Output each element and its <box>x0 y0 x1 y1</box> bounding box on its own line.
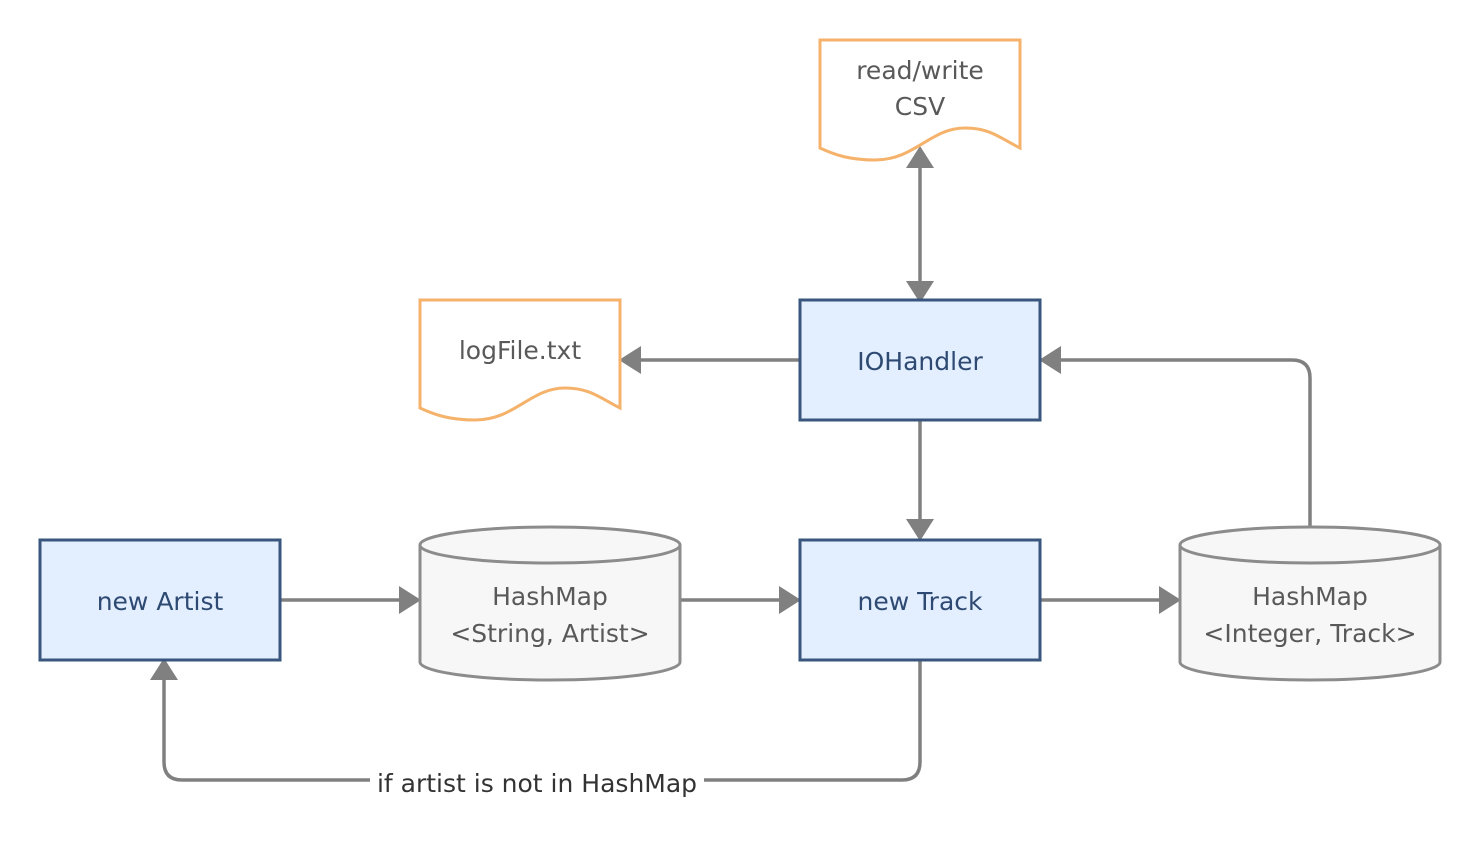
track-hashmap-store: HashMap <Integer, Track> <box>1178 525 1442 682</box>
track-hashmap-line1: HashMap <box>1252 582 1368 611</box>
edge-track-artist: if artist is not in HashMap <box>150 658 922 798</box>
edge-track-trackmap <box>1040 586 1181 614</box>
logfile-document-label: logFile.txt <box>459 336 581 365</box>
csv-document-line2: CSV <box>895 92 945 121</box>
track-hashmap-line2: <Integer, Track> <box>1203 619 1416 648</box>
new-track-label: new Track <box>857 587 983 616</box>
artist-hashmap-line1: HashMap <box>492 582 608 611</box>
artist-hashmap-line2: <String, Artist> <box>450 619 649 648</box>
edge-label-artist-not-in-map: if artist is not in HashMap <box>377 769 697 798</box>
logfile-document: logFile.txt <box>418 298 622 422</box>
artist-hashmap-store: HashMap <String, Artist> <box>418 525 682 682</box>
edge-iohandler-logfile <box>619 346 800 374</box>
iohandler-label: IOHandler <box>857 347 983 376</box>
new-artist-box: new Artist <box>38 538 282 662</box>
edge-trackmap-iohandler <box>1039 346 1312 526</box>
new-artist-label: new Artist <box>97 587 224 616</box>
new-track-box: new Track <box>798 538 1042 662</box>
edge-artistmap-track <box>680 586 801 614</box>
iohandler-box: IOHandler <box>798 298 1042 422</box>
edge-iohandler-track <box>906 420 934 541</box>
csv-document: read/write CSV <box>818 38 1022 162</box>
csv-document-line1: read/write <box>856 56 984 85</box>
edge-csv-iohandler <box>906 146 934 303</box>
edge-artist-artistmap <box>280 586 421 614</box>
